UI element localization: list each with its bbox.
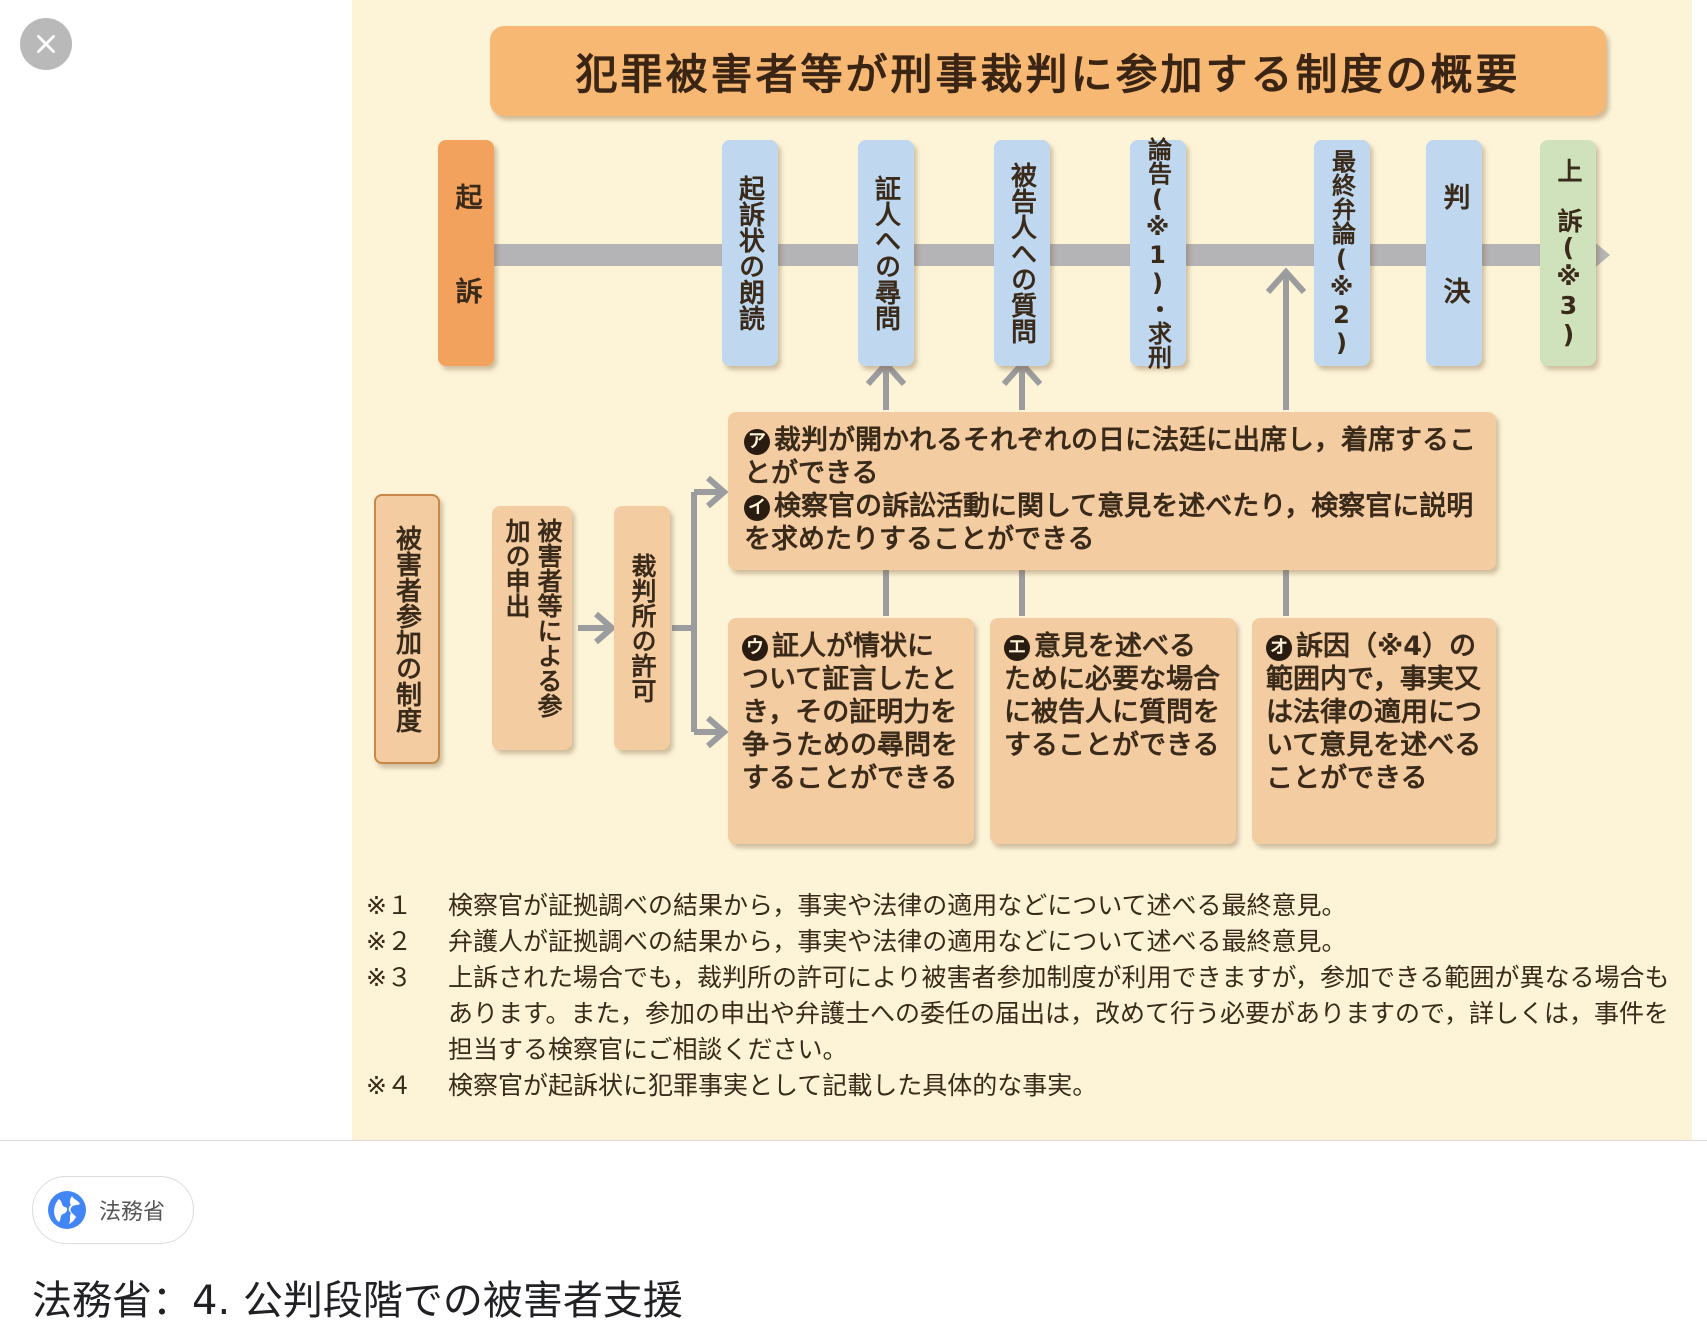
footnote-mark: ※３ — [366, 963, 412, 992]
right-text: 裁判が開かれるそれぞれの日に法廷に出席し，着席することができる — [744, 425, 1476, 489]
close-icon — [37, 35, 55, 53]
stage-label: 最終弁論(※2) — [1327, 149, 1356, 357]
stage-prosecution: 起 訴 — [438, 140, 494, 366]
right-text: 検察官の訴訟活動に関して意見を述べたり，検察官に説明を求めたりすることができる — [744, 491, 1474, 555]
close-button[interactable] — [20, 18, 72, 70]
footnotes: ※１ 検察官が証拠調べの結果から，事実や法律の適用などについて述べる最終意見。 ※… — [366, 888, 1686, 1104]
rights-box-defendant: エ意見を述べるために必要な場合に被告人に質問をすることができる — [990, 618, 1236, 844]
footnote-mark: ※２ — [366, 927, 412, 956]
stage-label: 起 訴 — [450, 182, 482, 324]
stage-appeal: 上 訴(※3) — [1540, 140, 1596, 366]
right-item-o: オ訴因（※4）の範囲内で，事実又は法律の適用について意見を述べることができる — [1266, 630, 1482, 795]
stage-label: 論告(※1)・求刑 — [1143, 137, 1172, 369]
footnote-text: 上訴された場合でも，裁判所の許可により被害者参加制度が利用できますが，参加できる… — [448, 963, 1670, 1064]
right-item-i: イ検察官の訴訟活動に関して意見を述べたり，検察官に説明を求めたりすることができる — [744, 490, 1480, 556]
right-mark: オ — [1266, 635, 1292, 661]
stage-witness-examination: 証人への尋問 — [858, 140, 914, 366]
image-caption[interactable]: 法務省：4. 公判段階での被害者支援 — [32, 1278, 683, 1324]
stage-label: 上 訴(※3) — [1554, 157, 1583, 349]
system-label: 被害者参加の制度 — [391, 525, 422, 733]
up-arrows — [578, 267, 1307, 749]
right-item-a: ア裁判が開かれるそれぞれの日に法廷に出席し，着席することができる — [744, 424, 1480, 490]
footnote-2: ※２ 弁護人が証拠調べの結果から，事実や法律の適用などについて述べる最終意見。 — [366, 924, 1686, 960]
right-mark: ウ — [742, 635, 768, 661]
permission-label: 裁判所の許可 — [628, 553, 657, 703]
footnote-mark: ※４ — [366, 1071, 412, 1100]
source-name: 法務省 — [99, 1200, 166, 1225]
stage-closing-argument: 論告(※1)・求刑 — [1130, 137, 1186, 369]
rights-box-witness: ウ証人が情状について証言したとき，その証明力を争うための尋問をすることができる — [728, 618, 974, 844]
footnote-text: 検察官が証拠調べの結果から，事実や法律の適用などについて述べる最終意見。 — [448, 891, 1347, 920]
right-text: 訴因（※4）の範囲内で，事実又は法律の適用について意見を述べることができる — [1266, 631, 1482, 794]
source-chip[interactable]: 法務省 — [32, 1176, 194, 1244]
right-item-u: ウ証人が情状について証言したとき，その証明力を争うための尋問をすることができる — [742, 630, 960, 795]
footnote-mark: ※１ — [366, 891, 412, 920]
system-label-box: 被害者参加の制度 — [374, 494, 440, 764]
right-mark: エ — [1004, 635, 1030, 661]
application-label: 被害者等による参加の申出 — [502, 518, 563, 718]
permission-box: 裁判所の許可 — [614, 506, 670, 750]
right-item-e: エ意見を述べるために必要な場合に被告人に質問をすることができる — [1004, 630, 1222, 762]
stage-label: 起訴状の朗読 — [734, 175, 765, 331]
stage-final-defense: 最終弁論(※2) — [1314, 140, 1370, 366]
stage-label: 証人への尋問 — [870, 175, 901, 331]
right-text: 意見を述べるために必要な場合に被告人に質問をすることができる — [1004, 631, 1220, 761]
globe-icon — [48, 1191, 86, 1229]
divider — [0, 1140, 1707, 1141]
application-box: 被害者等による参加の申出 — [492, 506, 572, 750]
diagram-image: 犯罪被害者等が刑事裁判に参加する制度の概要 起 訴 起訴状の朗読 証人への尋問 … — [352, 0, 1692, 1140]
right-text: 証人が情状について証言したとき，その証明力を争うための尋問をすることができる — [742, 631, 958, 794]
footnote-4: ※４ 検察官が起訴状に犯罪事実として記載した具体的な事実。 — [366, 1068, 1686, 1104]
right-mark: ア — [744, 429, 770, 455]
rights-box-opinion: オ訴因（※4）の範囲内で，事実又は法律の適用について意見を述べることができる — [1252, 618, 1496, 844]
footnote-3: ※３ 上訴された場合でも，裁判所の許可により被害者参加制度が利用できますが，参加で… — [366, 960, 1686, 1068]
stage-label: 判 決 — [1438, 182, 1470, 324]
footnote-1: ※１ 検察官が証拠調べの結果から，事実や法律の適用などについて述べる最終意見。 — [366, 888, 1686, 924]
stage-judgment: 判 決 — [1426, 140, 1482, 366]
footnote-text: 弁護人が証拠調べの結果から，事実や法律の適用などについて述べる最終意見。 — [448, 927, 1347, 956]
diagram-title: 犯罪被害者等が刑事裁判に参加する制度の概要 — [490, 26, 1606, 116]
stage-label: 被告人への質問 — [1006, 162, 1037, 344]
stage-indictment-reading: 起訴状の朗読 — [722, 140, 778, 366]
right-mark: イ — [744, 495, 770, 521]
footnote-text: 検察官が起訴状に犯罪事実として記載した具体的な事実。 — [448, 1071, 1098, 1100]
rights-box-upper: ア裁判が開かれるそれぞれの日に法廷に出席し，着席することができる イ検察官の訴訟… — [728, 412, 1496, 570]
stage-defendant-questioning: 被告人への質問 — [994, 140, 1050, 366]
